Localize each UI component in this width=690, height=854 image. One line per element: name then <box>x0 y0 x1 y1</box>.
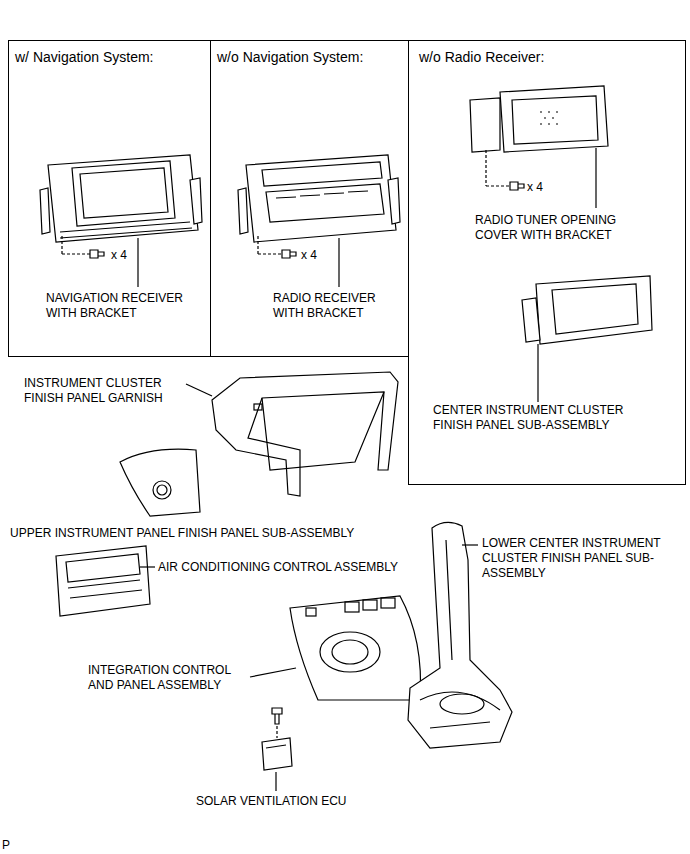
part-name: SOLAR VENTILATION ECU <box>196 794 346 809</box>
center-finish-panel <box>522 276 652 344</box>
leader-line <box>275 772 276 791</box>
part-name: UPPER INSTRUMENT PANEL FINISH PANEL SUB-… <box>10 526 354 541</box>
part-name: INTEGRATION CONTROL AND PANEL ASSEMBLY <box>88 663 253 693</box>
solar-ventilation-ecu <box>262 708 292 770</box>
upper-finish-panel <box>120 449 200 516</box>
part-name: NAVIGATION RECEIVER WITH BRACKET <box>46 291 211 321</box>
part-name: INSTRUMENT CLUSTER FINISH PANEL GARNISH <box>24 376 189 406</box>
quantity-label: x 4 <box>111 248 127 263</box>
leader-line <box>250 668 296 677</box>
leader-line <box>186 384 212 396</box>
part-name: RADIO TUNER OPENING COVER WITH BRACKET <box>475 213 640 243</box>
leader-line <box>140 566 155 567</box>
finish-panel-garnish <box>212 372 398 496</box>
part-name: AIR CONDITIONING CONTROL ASSEMBLY <box>158 560 398 575</box>
leader-line <box>137 238 138 287</box>
leader-line <box>537 344 538 402</box>
quantity-label: x 4 <box>527 180 543 195</box>
air-conditioning-control <box>56 546 150 616</box>
variant-heading: w/ Navigation System: <box>15 49 154 66</box>
part-name: LOWER CENTER INSTRUMENT CLUSTER FINISH P… <box>482 536 686 581</box>
page-code: P <box>2 838 10 853</box>
part-name: RADIO RECEIVER WITH BRACKET <box>273 291 408 321</box>
leader-line <box>595 148 596 208</box>
quantity-label: x 4 <box>301 248 317 263</box>
radio-receiver <box>238 155 400 258</box>
part-name: CENTER INSTRUMENT CLUSTER FINISH PANEL S… <box>433 403 655 433</box>
navigation-receiver <box>40 155 202 258</box>
variant-box: w/o Radio Receiver: x 4 RADIO TUNER OPENIN… <box>408 40 686 485</box>
leader-line <box>338 238 339 287</box>
leader-line <box>462 544 478 545</box>
integration-control-panel <box>290 596 421 700</box>
variant-heading: w/o Radio Receiver: <box>419 49 544 66</box>
variant-box: w/o Navigation System: x 4 RADIO RECEIVER … <box>210 40 409 357</box>
variant-heading: w/o Navigation System: <box>217 49 363 66</box>
radio-tuner-cover <box>470 86 608 190</box>
variant-box: w/ Navigation System: x 4 NAVIGATION RECEI… <box>8 40 211 357</box>
